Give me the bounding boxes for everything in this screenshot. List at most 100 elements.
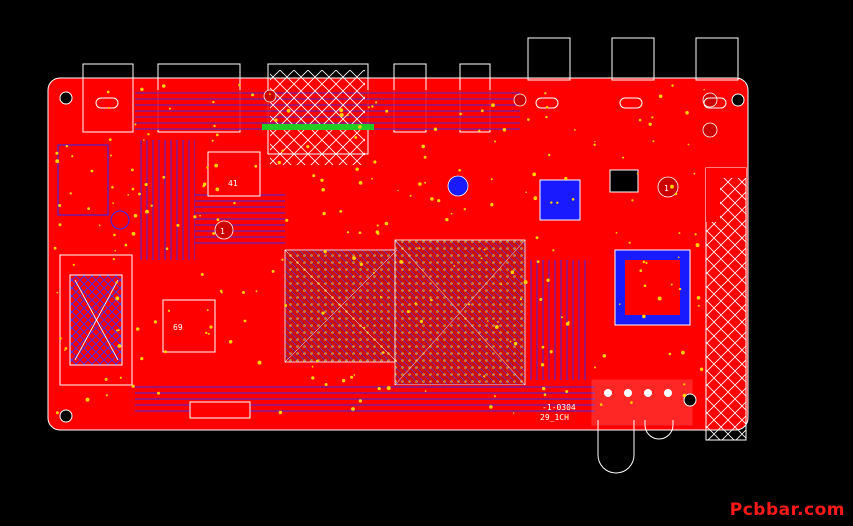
via [161,84,166,88]
via [657,296,662,301]
via [535,236,539,240]
via [281,149,284,152]
via [645,261,648,265]
via [519,298,523,301]
via [200,273,204,276]
via [418,182,422,186]
via [165,247,169,250]
via [339,113,344,117]
via [561,316,563,319]
via [543,393,547,397]
via [119,376,122,379]
via [636,172,639,175]
via [545,106,549,109]
via [696,296,701,300]
via [352,256,356,260]
via [463,208,466,211]
via [685,111,689,115]
via [353,374,356,376]
via [113,233,116,237]
via [110,154,112,157]
via [212,232,216,235]
via [363,326,366,329]
via [115,281,118,284]
via [206,166,209,169]
via [324,383,328,386]
via [215,133,219,137]
hatched-area-icon [270,70,365,165]
via [321,311,325,315]
via [487,320,489,322]
via [670,184,674,189]
via [491,103,495,107]
via [147,133,150,136]
via [207,332,210,335]
via [406,310,410,314]
via [509,340,512,343]
via [536,260,540,263]
via [565,390,569,393]
via [615,231,618,234]
silk-label-0304: -1-0304 [542,403,576,412]
via [552,249,555,252]
via [549,350,553,354]
via [157,391,160,395]
via [127,194,130,196]
via [358,231,362,234]
via [674,192,678,196]
via [630,401,633,404]
via [542,386,546,391]
via [618,303,621,306]
via [546,278,550,282]
via [58,223,62,227]
via [138,192,141,196]
via [312,174,316,178]
via [376,224,379,227]
via [490,178,493,181]
via [56,291,59,294]
via [564,176,568,181]
via [358,125,362,129]
via [540,363,545,367]
via [628,241,631,244]
via [548,153,551,157]
via [214,163,219,168]
via [450,212,453,215]
mounting-hole-icon [59,91,745,423]
watermark: Pcbbar.com [729,500,845,520]
via [209,325,213,329]
via [433,127,438,131]
via [341,378,346,383]
via [631,199,634,202]
via [255,290,258,293]
designator-1a: 1 [220,227,225,236]
via [251,93,255,97]
via [241,291,245,294]
via [677,256,680,259]
via [445,217,449,222]
via [571,198,575,201]
via [376,231,380,235]
via [651,116,654,119]
via [72,263,75,266]
via [90,169,94,173]
via [106,90,110,94]
via [523,280,528,285]
via [115,296,120,301]
via [539,298,543,301]
via [271,269,275,273]
via [150,204,153,207]
via [278,410,283,415]
via [114,249,116,252]
via [703,88,705,91]
via [556,201,559,204]
via [281,258,284,261]
via [238,83,241,87]
via [550,201,553,204]
via [358,181,363,185]
via [683,383,686,386]
via [339,108,344,113]
via [64,349,66,352]
